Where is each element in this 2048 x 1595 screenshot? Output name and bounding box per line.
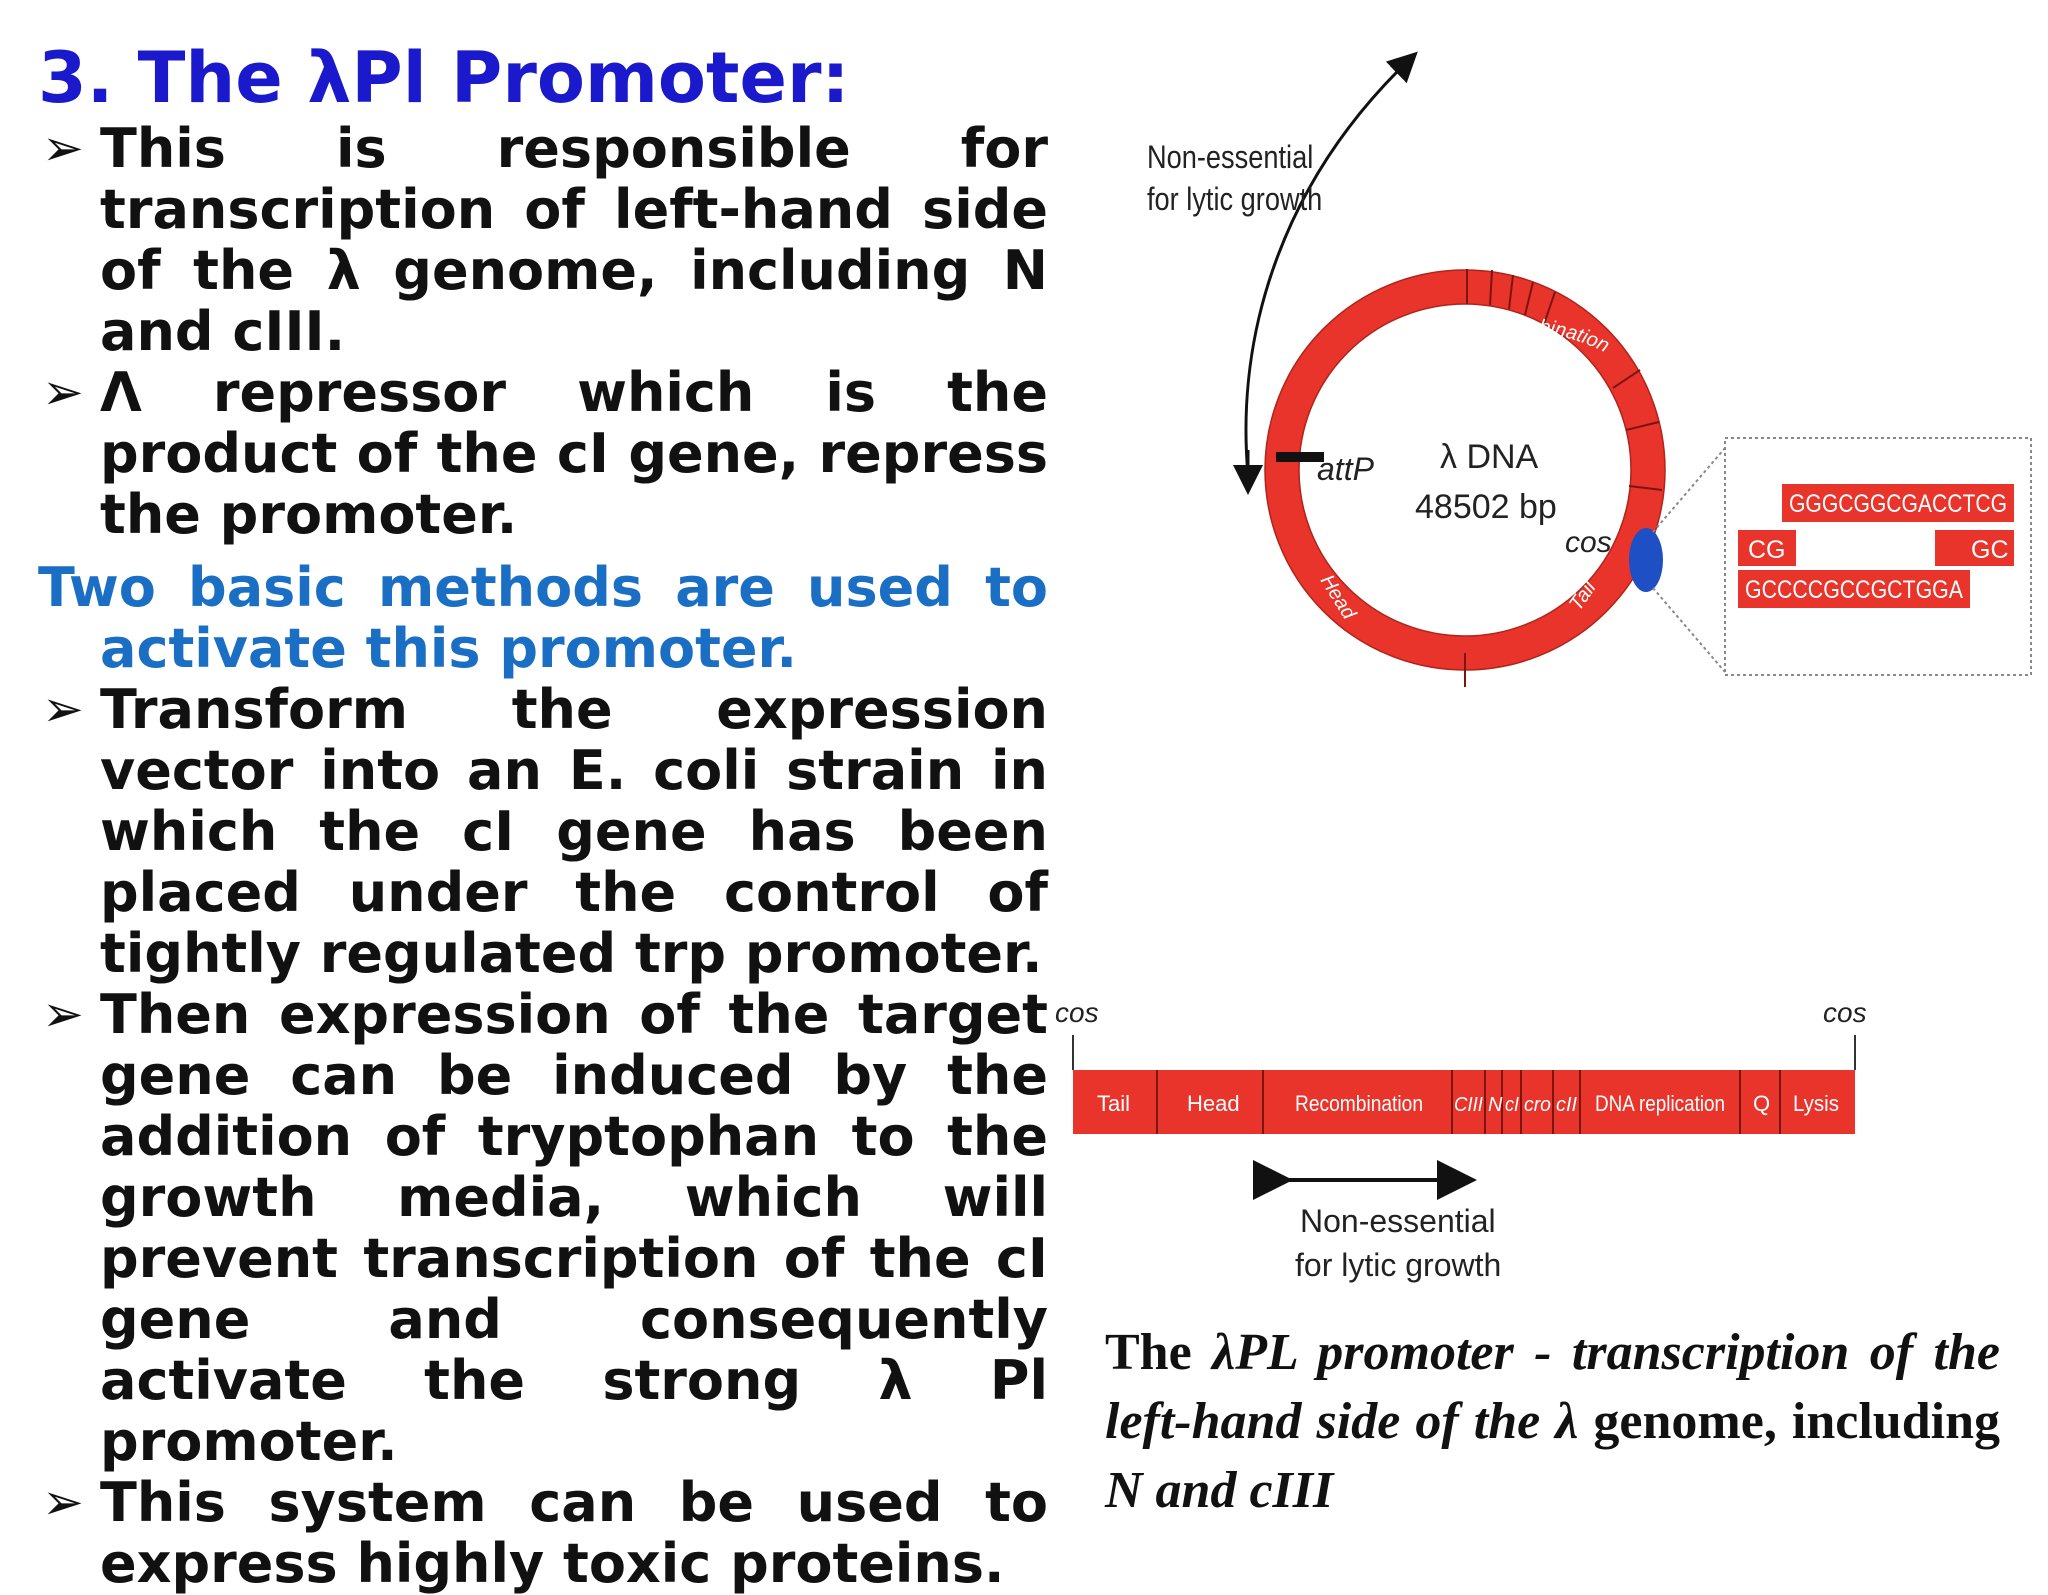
bullet-item: ➢ This system can be used to express hig… xyxy=(38,1472,1048,1594)
lambda-dna-label: λ DNA xyxy=(1440,438,1539,476)
bullet-item: ➢ Λ repressor which is the product of th… xyxy=(38,362,1048,545)
linear-label-dna-replication: DNA replication xyxy=(1595,1091,1725,1116)
arrow-bullet-icon: ➢ xyxy=(42,985,84,1043)
subheading-line-1: Two basic methods are used to xyxy=(38,556,1048,619)
attp-label: attP xyxy=(1317,451,1375,487)
bullet-item: ➢ Transform the expression vector into a… xyxy=(38,679,1048,984)
methods-subheading: Two basic methods are used to activate t… xyxy=(38,557,1048,679)
genome-size-label: 48502 bp xyxy=(1415,488,1557,526)
ring-label-cro: cro xyxy=(1691,451,1717,481)
nonessential-curved-arrow xyxy=(1244,51,1418,476)
top-strand-bar xyxy=(1782,484,2014,522)
ring-label-dna-replication: DNA replication xyxy=(1654,509,1721,647)
bottom-overhang-bar xyxy=(1738,530,1796,566)
zoom-line-top xyxy=(1652,447,1726,533)
linear-label-cro: cro xyxy=(1524,1094,1551,1116)
lambda-genome-diagram: Recombination cIII N cI cro cII DNA repl… xyxy=(1055,40,2045,1340)
bullet-item: ➢ This is responsible for transcription … xyxy=(38,118,1048,362)
bullet-text: Transform the expression vector into an … xyxy=(100,678,1048,985)
sequence-bottom: GCCCCGCCGCTGGA xyxy=(1745,576,1963,604)
arrow-bullet-icon: ➢ xyxy=(42,363,84,421)
bullet-text: This system can be used to express highl… xyxy=(100,1471,1048,1595)
linear-label-ci: cI xyxy=(1505,1094,1519,1116)
bullet-item: ➢ Then expression of the target gene can… xyxy=(38,984,1048,1472)
arrow-bullet-icon: ➢ xyxy=(42,680,84,738)
figure-caption: The λPL promoter - transcription of the … xyxy=(1105,1318,2000,1525)
linear-genome-bar xyxy=(1073,1070,1855,1134)
cos-zoom-box xyxy=(1724,437,2032,676)
bullet-text: Λ repressor which is the product of the … xyxy=(100,361,1048,546)
linear-label-head: Head xyxy=(1187,1091,1240,1116)
slide-title: 3. The λPl Promoter: xyxy=(38,37,850,119)
zoom-line-bottom xyxy=(1652,587,1726,673)
linear-label-ciii: CIII xyxy=(1454,1094,1483,1116)
nonessential-bottom-line-1: Non-essential xyxy=(1300,1203,1496,1239)
ring-label-ciii: cIII xyxy=(1657,386,1688,418)
caption-part-2: λPL promoter - transcription of the left… xyxy=(1105,1324,2001,1450)
ring-label-n: N xyxy=(1674,412,1698,434)
linear-label-n: N xyxy=(1488,1094,1503,1116)
arrow-bullet-icon: ➢ xyxy=(42,119,84,177)
linear-dividers xyxy=(1156,1070,1781,1134)
linear-label-q: Q xyxy=(1753,1091,1770,1116)
cos-site-marker xyxy=(1629,528,1663,592)
linear-label-tail: Tail xyxy=(1097,1091,1130,1116)
subheading-line-2: activate this promoter. xyxy=(100,617,797,680)
ring-label-ci: cI xyxy=(1683,431,1707,452)
caption-part-1: The xyxy=(1105,1324,1213,1381)
linear-label-cii: cII xyxy=(1556,1094,1577,1116)
linear-cos-left: cos xyxy=(1055,997,1099,1028)
linear-label-lysis: Lysis xyxy=(1793,1091,1839,1116)
sequence-right-end: GC xyxy=(1971,536,2009,564)
bottom-strand-bar xyxy=(1738,570,1970,608)
top-overhang-bar xyxy=(1935,530,2014,566)
sequence-left-end: CG xyxy=(1748,536,1786,564)
bullet-text: Then expression of the target gene can b… xyxy=(100,983,1048,1473)
arrow-bullet-icon: ➢ xyxy=(42,1473,84,1531)
sequence-top: GGGCGGCGACCTCG xyxy=(1789,490,2007,518)
linear-label-recombination: Recombination xyxy=(1295,1091,1423,1116)
lambda-genome-svg: Recombination cIII N cI cro cII DNA repl… xyxy=(1055,51,2032,1283)
ring-label-cii: cII xyxy=(1697,482,1719,504)
text-column: 3. The λPl Promoter: ➢ This is responsib… xyxy=(38,38,1048,1594)
bullet-text: This is responsible for transcription of… xyxy=(100,117,1048,363)
linear-cos-right: cos xyxy=(1823,997,1867,1028)
ring-inner-edge xyxy=(1298,303,1632,637)
nonessential-top-line-1: Non-essential xyxy=(1147,140,1313,176)
caption-part-3: genome, including xyxy=(1578,1393,2001,1450)
nonessential-top-line-2: for lytic growth xyxy=(1147,182,1322,218)
ring-label-lysis: Lysis xyxy=(1594,654,1645,697)
attp-site-marker xyxy=(1276,452,1324,462)
cos-circle-label: cos xyxy=(1565,526,1612,559)
nonessential-bottom-line-2: for lytic growth xyxy=(1295,1247,1501,1283)
caption-part-4: N and cIII xyxy=(1105,1462,1334,1519)
